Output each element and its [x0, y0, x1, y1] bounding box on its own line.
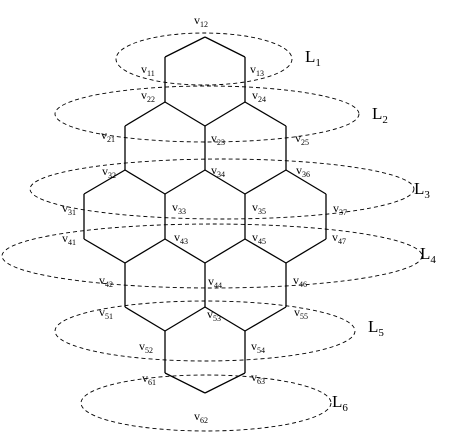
vertex-label-v44: v44 [208, 274, 222, 290]
vertex-label-v47: v47 [332, 230, 346, 246]
edge-v45-v44 [204, 238, 246, 264]
layer-label-l1: L1 [305, 47, 321, 69]
edge-v12-v13 [204, 36, 246, 58]
layer-label-l5: L5 [368, 317, 384, 339]
vertex-label-v36: v36 [296, 163, 310, 179]
edge-v63-v62 [204, 372, 246, 394]
layer-ellipse-l6 [80, 374, 332, 432]
edge-v43-v42 [124, 238, 166, 264]
edge-v61-v62 [164, 372, 206, 394]
edge-v47-v46 [285, 238, 327, 264]
vertex-label-v46: v46 [293, 273, 307, 289]
vertex-label-v33: v33 [172, 200, 186, 216]
vertex-label-v61: v61 [142, 371, 156, 387]
vertex-labels: v12 v11 v13 v22 v24 v21 v23 v25 v32 v34 v36 v31 v33 v… [62, 13, 347, 425]
edge-v12-v11 [164, 36, 206, 58]
layer-ellipse-l3 [29, 158, 415, 220]
layer-label-l6: L6 [332, 392, 348, 414]
edge-v32-v33 [124, 169, 166, 195]
vertex-label-v25: v25 [295, 131, 309, 147]
vertex-label-v12: v12 [194, 13, 208, 29]
edge-v22-v21 [124, 101, 166, 127]
edge-v43-v44 [164, 238, 206, 264]
edge-v51-v52 [124, 306, 166, 332]
edge-v34-v33 [164, 169, 206, 195]
vertex-label-v42: v42 [99, 273, 113, 289]
edge-v36-v35 [244, 169, 287, 195]
vertex-label-v37: v37 [333, 201, 347, 217]
graph-edges [83, 36, 327, 394]
edge-v45-v46 [244, 238, 287, 264]
vertex-label-v41: v41 [62, 231, 76, 247]
edge-v22-v23 [164, 101, 206, 127]
layer-ellipse-l2 [54, 85, 360, 143]
layer-ellipse-l1 [115, 32, 293, 86]
edge-v53-v54 [204, 306, 246, 332]
edge-v34-v35 [204, 169, 246, 195]
vertex-label-v52: v52 [139, 339, 153, 355]
layer-label-l2: L2 [372, 104, 388, 126]
vertex-label-v43: v43 [174, 230, 188, 246]
vertex-label-v45: v45 [252, 230, 266, 246]
vertex-label-v13: v13 [250, 62, 264, 78]
layer-ellipse-l4 [1, 223, 423, 289]
edge-v24-v23 [204, 101, 246, 127]
edge-v55-v54 [244, 306, 287, 332]
vertex-label-v23: v23 [211, 131, 225, 147]
vertex-label-v55: v55 [294, 305, 308, 321]
edge-v32-v31 [83, 169, 126, 195]
vertex-label-v21: v21 [101, 128, 115, 144]
edge-v41-v42 [83, 238, 126, 264]
vertex-label-v51: v51 [99, 305, 113, 321]
layer-label-l4: L4 [420, 244, 436, 266]
layer-ellipses [1, 32, 423, 432]
vertex-label-v53: v53 [207, 307, 221, 323]
vertex-label-v63: v63 [251, 370, 265, 386]
vertex-label-v34: v34 [211, 163, 225, 179]
vertex-label-v54: v54 [251, 339, 265, 355]
vertex-label-v62: v62 [194, 409, 208, 425]
vertex-label-v22: v22 [141, 88, 155, 104]
vertex-label-v24: v24 [252, 88, 266, 104]
vertex-label-v32: v32 [102, 164, 116, 180]
edge-v53-v52 [164, 306, 206, 332]
layer-label-l3: L3 [414, 179, 430, 201]
vertex-label-v11: v11 [141, 62, 155, 78]
vertex-label-v31: v31 [62, 201, 76, 217]
vertex-label-v35: v35 [252, 200, 266, 216]
edge-v24-v25 [244, 101, 287, 127]
edge-v36-v37 [285, 169, 327, 195]
